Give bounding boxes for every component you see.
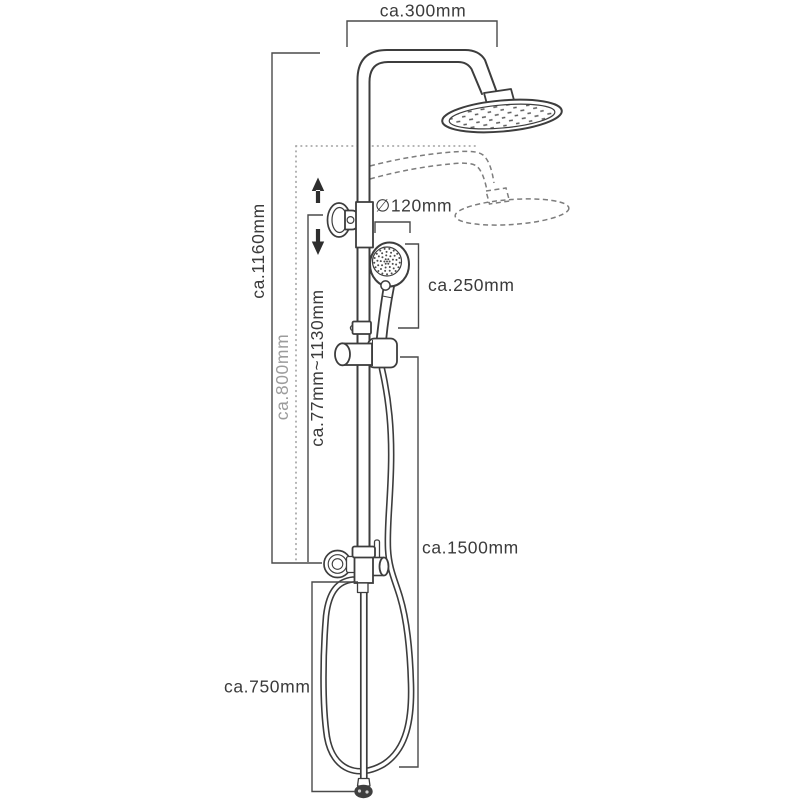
upper-wall-bracket bbox=[326, 202, 360, 238]
clamp-body bbox=[351, 320, 372, 335]
wall-flange-inner bbox=[331, 558, 344, 570]
hand-shower bbox=[369, 241, 410, 291]
rail-clamp bbox=[349, 320, 372, 335]
fitting-collar bbox=[356, 777, 371, 787]
down-arrow-icon bbox=[311, 229, 325, 255]
hose-core bbox=[321, 367, 413, 773]
riser-pipe-fill bbox=[357, 70, 370, 550]
dim-outlet-hose-bracket bbox=[311, 581, 358, 793]
handle-joint-line bbox=[382, 295, 393, 299]
up-arrow-icon bbox=[311, 177, 325, 203]
valve-tailpiece bbox=[356, 582, 369, 594]
shower-arm-outer-edge bbox=[356, 49, 497, 550]
dim-hand-length-bracket bbox=[398, 243, 420, 329]
dimension-lines bbox=[271, 20, 498, 793]
outlet-hose-fill bbox=[360, 592, 367, 780]
ghost-lowered-shower-head bbox=[369, 150, 570, 226]
dimension-labels: ca.300mm ca.1160mm ca.800mm ca.77mm~1130… bbox=[224, 1, 519, 697]
pipe-sleeve bbox=[355, 201, 374, 249]
label-outlet-hose: ca.750mm bbox=[224, 677, 311, 697]
label-total-height: ca.1160mm bbox=[248, 203, 268, 299]
dim-arm-projection-bracket bbox=[346, 20, 498, 47]
height-adjust-arrows bbox=[311, 177, 325, 255]
dim-hose-length-bracket bbox=[399, 356, 419, 768]
dim-total-height-line bbox=[271, 52, 322, 564]
label-hand-length: ca.250mm bbox=[428, 275, 515, 295]
label-hose-length: ca.1500mm bbox=[422, 538, 519, 558]
dim-slider-range-line bbox=[307, 214, 323, 562]
label-hand-diameter: ∅120mm bbox=[375, 196, 452, 216]
dim-hand-diameter-bracket bbox=[374, 221, 411, 233]
label-riser-height: ca.800mm bbox=[272, 334, 292, 421]
hand-shower-spray-dots bbox=[373, 247, 401, 276]
shower-hose bbox=[320, 365, 415, 775]
ghost-head-connector bbox=[485, 187, 511, 205]
bracket-screw bbox=[346, 216, 355, 225]
slider-holder bbox=[334, 337, 398, 369]
ghost-arm-lower-edge bbox=[369, 162, 488, 189]
hand-shower-button bbox=[380, 280, 391, 291]
fitting-highlight-left bbox=[357, 789, 362, 793]
valve-top-collar bbox=[351, 545, 376, 559]
label-arm-projection: ca.300mm bbox=[380, 1, 467, 21]
hand-shower-handle bbox=[375, 281, 396, 342]
rain-head-spray-face bbox=[448, 103, 556, 130]
rain-shower-head bbox=[441, 98, 563, 134]
fitting-highlight-right bbox=[365, 790, 369, 794]
ghost-head-ellipse bbox=[454, 198, 570, 226]
diverter-valve-assembly bbox=[323, 539, 390, 594]
dotted-reference-lines bbox=[295, 145, 478, 562]
slider-end-cap bbox=[334, 342, 351, 367]
diverter-knob-end bbox=[378, 556, 390, 577]
hose-end-fitting bbox=[354, 784, 373, 799]
ghost-arm-upper-edge bbox=[369, 150, 495, 184]
label-slider-range: ca.77mm~1130mm bbox=[307, 289, 327, 446]
outlet-hose bbox=[354, 592, 373, 799]
shower-arm-inner-edge bbox=[368, 61, 483, 550]
